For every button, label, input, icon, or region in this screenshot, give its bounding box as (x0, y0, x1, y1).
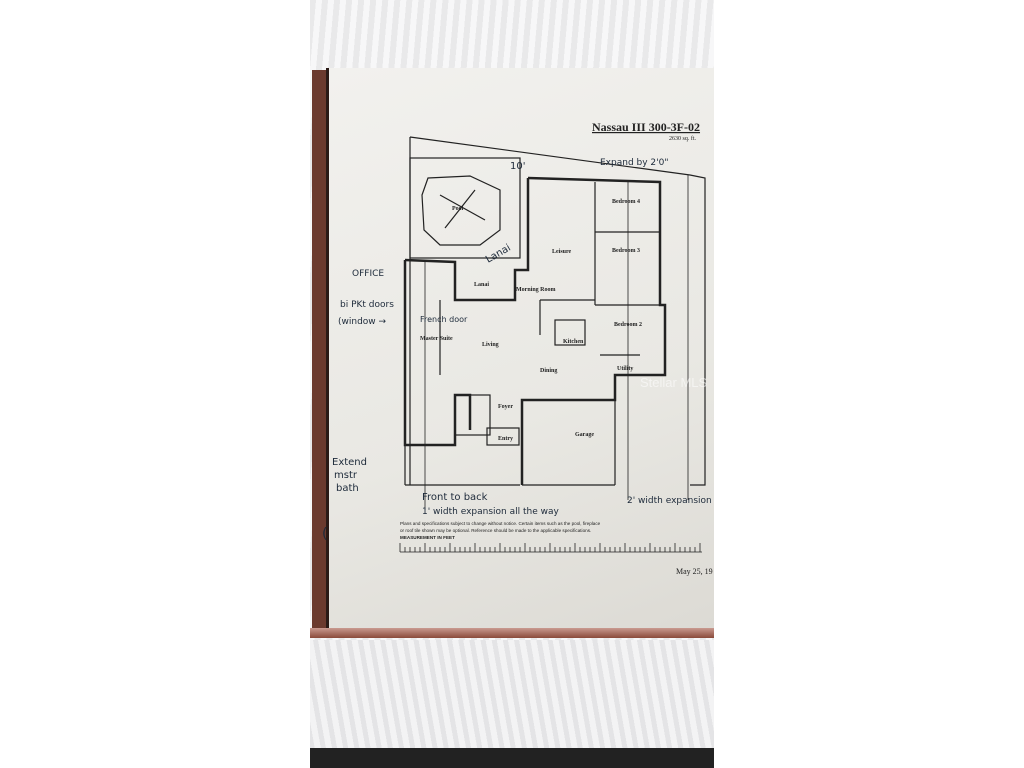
note-bi-pkt-doors: bi PKt doors (340, 300, 394, 310)
room-foyer: Foyer (498, 404, 513, 410)
note-front-back-2: 1' width expansion all the way (422, 507, 560, 517)
disclaimer-line-2: or roof tile shown may be optional. Refe… (400, 528, 591, 533)
room-leisure: Leisure (552, 249, 572, 255)
note-office: OFFICE (352, 269, 384, 279)
room-pool: Pool (452, 206, 464, 212)
room-living: Living (482, 342, 499, 348)
plan-date: May 25, 19 (676, 567, 713, 576)
watermark: Stellar MLS (640, 375, 708, 390)
room-bedroom-3: Bedroom 3 (612, 248, 640, 254)
room-lanai: Lanai (474, 282, 489, 288)
room-morning-room: Morning Room (516, 287, 556, 293)
plan-lines (403, 136, 706, 510)
room-bedroom-2: Bedroom 2 (614, 322, 642, 328)
note-expand: Expand by 2'0" (600, 158, 668, 168)
pool (421, 175, 501, 246)
note-french-door: French door (420, 315, 468, 324)
room-garage: Garage (575, 432, 594, 438)
measurement-scale (399, 543, 702, 553)
note-extend-2: mstr (334, 470, 358, 481)
disclaimer-line-1: Plans and specifications subject to chan… (400, 521, 601, 526)
room-entry: Entry (498, 436, 513, 442)
note-2ft: 2' width expansion (627, 496, 712, 506)
note-front-back-1: Front to back (422, 492, 488, 503)
note-paren: ( (322, 526, 327, 542)
room-dining: Dining (540, 368, 557, 374)
room-bedroom-4: Bedroom 4 (612, 199, 640, 205)
note-lanai: Lanai (484, 243, 513, 266)
quilt-background (310, 640, 714, 750)
note-window: (window → (338, 317, 387, 327)
measurement-label: MEASUREMENT IN FEET (400, 535, 455, 540)
room-kitchen: Kitchen (563, 339, 584, 345)
plan-area: 2630 sq. ft. (669, 135, 697, 142)
note-extend-3: bath (336, 483, 359, 494)
room-utility: Utility (617, 366, 633, 372)
plan-title: Nassau III 300-3F-02 (592, 120, 700, 134)
room-master-suite: Master Suite (420, 336, 453, 342)
dark-strip (310, 748, 714, 768)
note-10ft: 10' (510, 161, 525, 172)
photo (310, 0, 714, 768)
note-extend-1: Extend (332, 457, 367, 468)
binder-edge (310, 628, 714, 638)
